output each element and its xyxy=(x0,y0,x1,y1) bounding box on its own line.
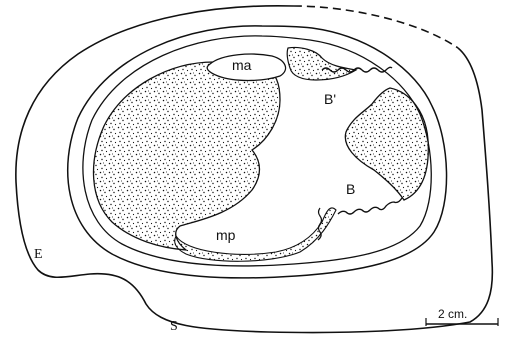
label-mp: mp xyxy=(216,227,236,243)
label-ma: ma xyxy=(232,57,252,73)
wavy-boundary-lower xyxy=(338,198,402,214)
label-s: S xyxy=(170,319,178,334)
stippled-region-left xyxy=(94,62,280,250)
label-b: B xyxy=(346,181,355,197)
label-b-prime: B' xyxy=(324,91,336,107)
label-e: E xyxy=(34,247,43,262)
scale-bar-label: 2 cm. xyxy=(438,307,467,321)
stippled-region-right xyxy=(345,88,428,200)
stippled-region-top xyxy=(287,47,356,80)
